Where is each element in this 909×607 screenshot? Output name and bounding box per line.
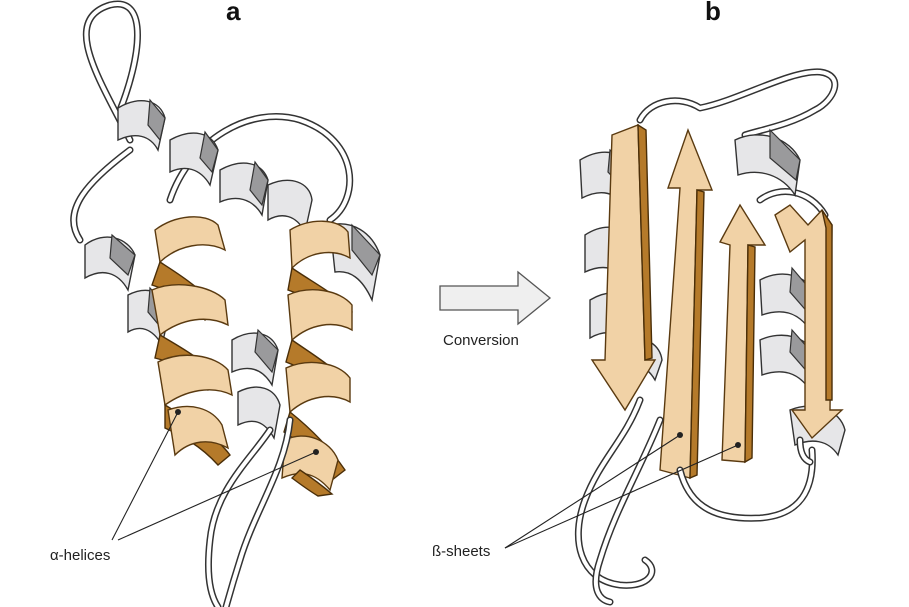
alpha-helix-right (281, 220, 353, 497)
conversion-arrow: Conversion (439, 270, 552, 349)
alpha-helices-leaders (111, 409, 319, 541)
beta-strand-1 (590, 123, 657, 412)
beta-sheets-leaders (504, 432, 741, 549)
grey-helix-center-a (231, 328, 281, 441)
beta-strand-3 (718, 203, 767, 464)
beta-strand-4 (774, 204, 844, 440)
conversion-label: Conversion (443, 332, 519, 349)
beta-strand-2 (659, 127, 714, 480)
coil-bottom-a (204, 416, 294, 607)
coil-bottom-b (575, 396, 816, 606)
alpha-helix-left (151, 216, 233, 466)
panel-a: a (50, 0, 381, 607)
beta-sheets-label: ß-sheets (432, 543, 490, 560)
alpha-helices-label: α-helices (50, 547, 110, 564)
panel-a-letter: a (226, 0, 241, 26)
panel-b-letter: b (705, 0, 721, 26)
panel-b: b (432, 0, 846, 606)
